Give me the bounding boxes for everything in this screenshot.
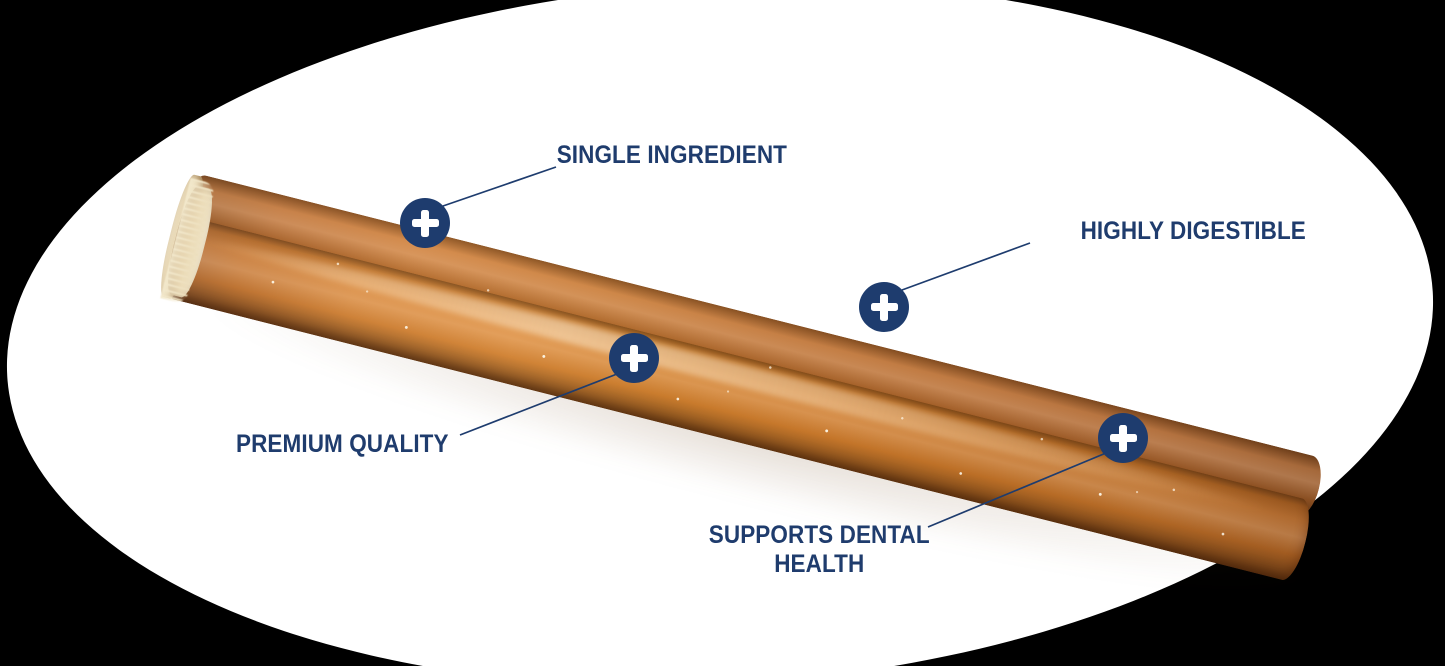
line-premium-quality	[459, 373, 618, 436]
line-highly-digestible	[901, 242, 1031, 291]
callout-marker-single-ingredient[interactable]	[400, 198, 450, 248]
callout-label-premium-quality: PREMIUM QUALITY	[236, 430, 449, 458]
line-supports-dental-health	[927, 452, 1107, 528]
plus-icon	[411, 209, 439, 237]
callout-label-highly-digestible: HIGHLY DIGESTIBLE	[1080, 217, 1306, 245]
callout-label-single-ingredient: SINGLE INGREDIENT	[556, 141, 787, 169]
callout-marker-highly-digestible[interactable]	[859, 282, 909, 332]
callout-marker-premium-quality[interactable]	[609, 333, 659, 383]
callout-label-supports-dental-health: SUPPORTS DENTAL HEALTH	[708, 521, 930, 578]
plus-icon	[1109, 424, 1137, 452]
callout-marker-supports-dental-health[interactable]	[1098, 413, 1148, 463]
line-single-ingredient	[442, 166, 557, 207]
plus-icon	[620, 344, 648, 372]
plus-icon	[870, 293, 898, 321]
